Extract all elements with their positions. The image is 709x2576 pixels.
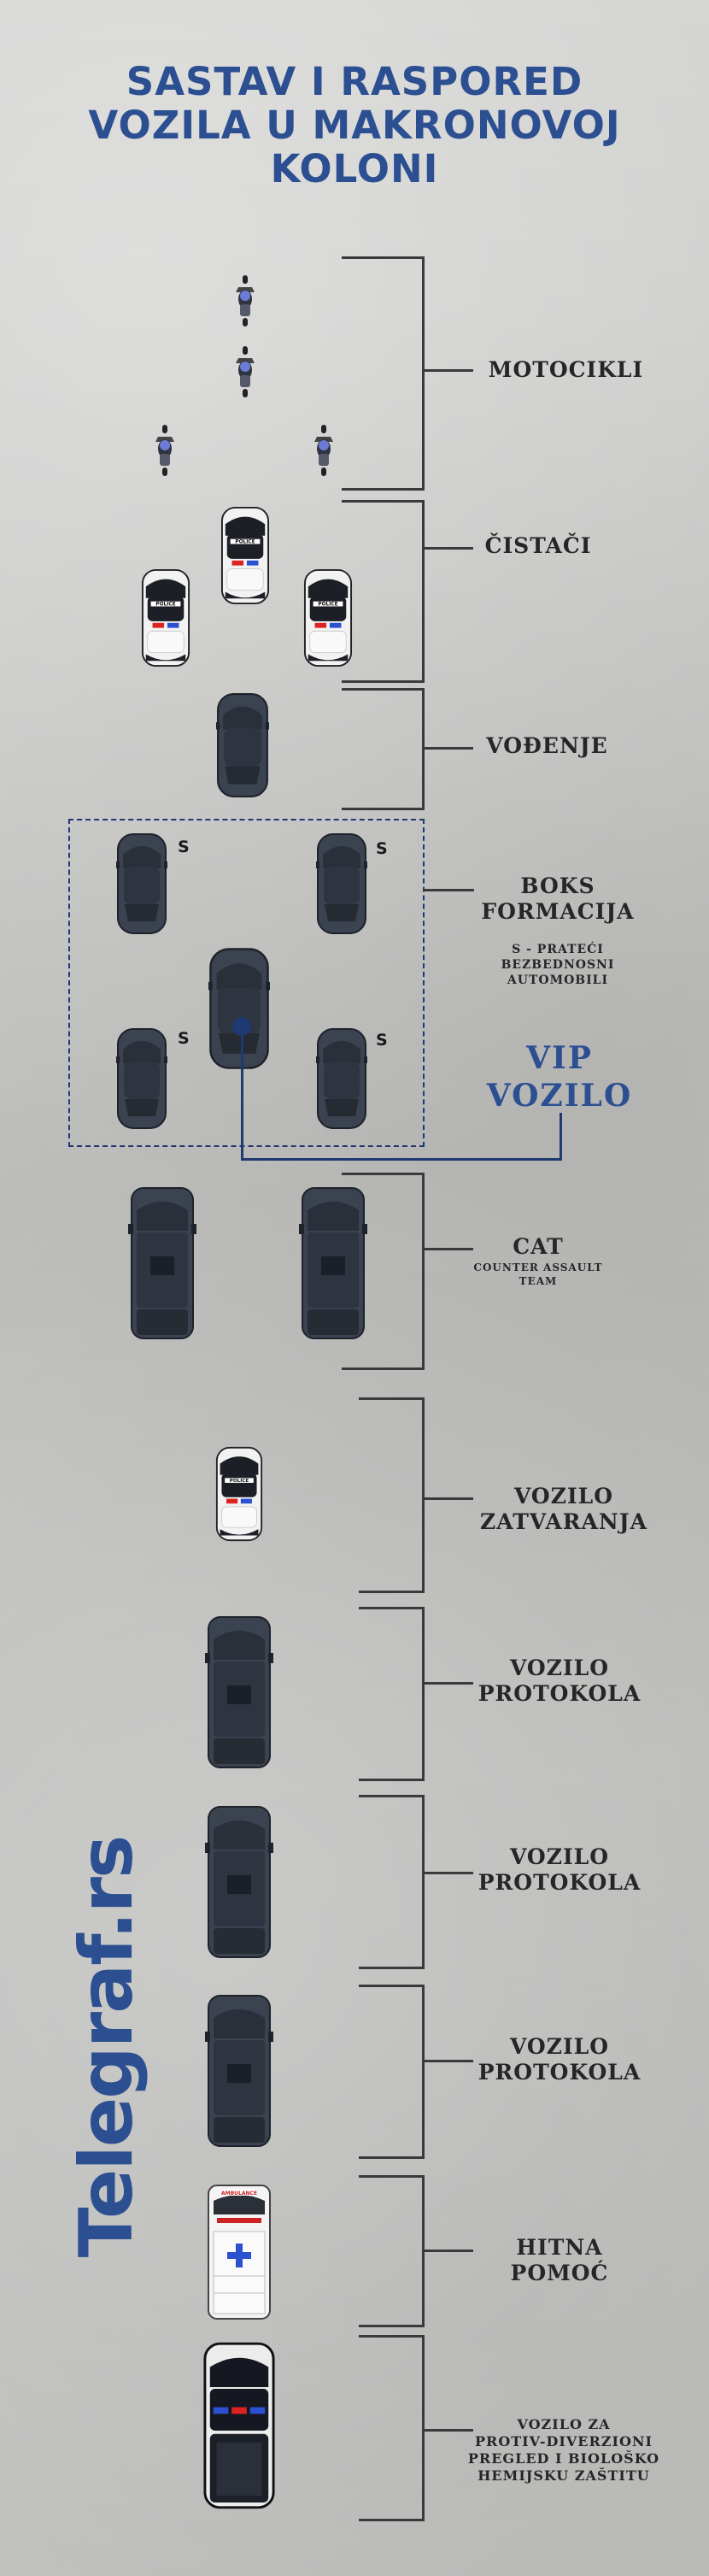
label-protokol-2-line-2: PROTOKOLA (478, 1870, 642, 1895)
vip-pointer-line (241, 1026, 243, 1161)
bracket-stub (422, 2250, 473, 2252)
bracket-vodjenje (342, 688, 425, 810)
label-protokol-3-line-2: PROTOKOLA (478, 2060, 642, 2085)
bracket-stub (422, 2060, 473, 2062)
vip-pointer-line (241, 1158, 562, 1161)
bracket-protokol-1 (359, 1607, 425, 1781)
police-car-icon (220, 506, 270, 605)
armored-truck-icon (202, 2342, 277, 2509)
motorcycle-icon (311, 425, 337, 476)
label-boks-line-2: FORMACIJA (481, 899, 635, 924)
label-cat-sub-2: TEAM (519, 1275, 558, 1287)
bracket-stub (422, 1872, 473, 1874)
suv-icon (205, 1805, 273, 1959)
suv-icon (128, 1186, 196, 1340)
bracket-stub (422, 747, 473, 750)
label-vip-vozilo: VIP VOZILO (478, 1039, 641, 1115)
label-boks-formacija: BOKS FORMACIJA (468, 873, 647, 925)
vip-pointer-line (560, 1113, 562, 1161)
bracket-stub (422, 1497, 473, 1500)
escort-car-icon (116, 1027, 167, 1130)
box-formation-outline (68, 819, 425, 1147)
label-zatvaranja-line-1: VOZILO (513, 1484, 614, 1509)
bracket-stub (422, 2429, 473, 2432)
bracket-cat (342, 1173, 425, 1370)
label-last: VOZILO ZA PROTIV-DIVERZIONI PREGLED I BI… (457, 2416, 671, 2485)
bracket-stub (422, 1682, 473, 1685)
label-protokol-3-line-1: VOZILO (509, 2034, 610, 2059)
label-boks-note-1: S - PRATEĆI (512, 943, 604, 956)
police-car-icon (141, 568, 190, 668)
label-zatvaranja-line-2: ZATVARANJA (480, 1509, 647, 1534)
bracket-cistaci (342, 500, 425, 683)
label-motocikli: MOTOCIKLI (488, 357, 644, 382)
motorcycle-icon (232, 275, 258, 326)
label-cat-sub: COUNTER ASSAULT TEAM (453, 1261, 624, 1288)
label-last-line-3: PREGLED I BIOLOŠKO (467, 2450, 660, 2467)
motorcycle-icon (152, 425, 178, 476)
bracket-stub (423, 889, 474, 891)
escort-car-icon (316, 1027, 367, 1130)
suv-icon (205, 1994, 273, 2148)
police-car-icon (215, 1446, 263, 1542)
label-hitna-line-1: HITNA (516, 2235, 603, 2260)
bracket-stub (422, 547, 473, 550)
label-zatvaranja: VOZILO ZATVARANJA (461, 1484, 666, 1535)
label-boks-note-3: AUTOMOBILI (507, 973, 609, 987)
escort-car-icon (116, 832, 167, 935)
s-marker: S (376, 839, 388, 858)
suv-icon (205, 1615, 273, 1769)
bracket-zatvaranja (359, 1397, 425, 1593)
label-boks-line-1: BOKS (520, 873, 595, 898)
s-marker: S (178, 838, 190, 856)
label-protokol-1: VOZILO PROTOKOLA (466, 1656, 653, 1707)
label-last-line-2: PROTIV-DIVERZIONI (474, 2433, 653, 2450)
ambulance-icon (205, 2184, 273, 2320)
label-cistaci: ČISTAČI (484, 533, 592, 558)
bracket-stub (422, 1248, 473, 1250)
label-hitna-line-2: POMOĆ (510, 2261, 609, 2285)
title-line-2: VOZILA U MAKRONOVOJ (88, 103, 621, 148)
telegraf-watermark: Telegraf.rs (64, 1837, 149, 2257)
label-protokol-2-line-1: VOZILO (509, 1844, 610, 1869)
page-title: SASTAV I RASPORED VOZILA U MAKRONOVOJ KO… (0, 60, 709, 191)
bracket-hitna (359, 2175, 425, 2327)
motorcycle-icon (232, 346, 258, 397)
bracket-protokol-3 (359, 1985, 425, 2159)
label-last-line-4: HEMIJSKU ZAŠTITU (478, 2467, 650, 2484)
label-protokol-3: VOZILO PROTOKOLA (466, 2034, 653, 2085)
bracket-motocikli (342, 256, 425, 491)
bracket-protokol-2 (359, 1795, 425, 1969)
s-marker: S (376, 1031, 388, 1050)
title-line-3: KOLONI (270, 146, 439, 191)
label-last-line-1: VOZILO ZA (517, 2416, 611, 2432)
label-cat: CAT (513, 1234, 564, 1259)
vip-car-icon (208, 932, 270, 1085)
label-hitna: HITNA POMOĆ (478, 2235, 641, 2286)
label-vip-line-2: VOZILO (486, 1078, 633, 1114)
label-boks-note: S - PRATEĆI BEZBEDNOSNI AUTOMOBILI (468, 942, 647, 988)
label-protokol-1-line-1: VOZILO (509, 1656, 610, 1680)
bracket-stub (422, 369, 473, 372)
bracket-last (359, 2335, 425, 2521)
s-marker: S (178, 1029, 190, 1048)
escort-car-icon (316, 832, 367, 935)
label-vodjenje: VOĐENJE (486, 733, 608, 758)
watermark-text: Telegraf.rs (64, 1836, 149, 2258)
label-vip-line-1: VIP (526, 1040, 593, 1076)
car-icon (216, 692, 269, 798)
title-line-1: SASTAV I RASPORED (126, 59, 583, 104)
label-protokol-1-line-2: PROTOKOLA (478, 1681, 642, 1706)
label-cat-sub-1: COUNTER ASSAULT (473, 1262, 603, 1273)
label-boks-note-2: BEZBEDNOSNI (501, 958, 615, 972)
label-protokol-2: VOZILO PROTOKOLA (466, 1844, 653, 1896)
